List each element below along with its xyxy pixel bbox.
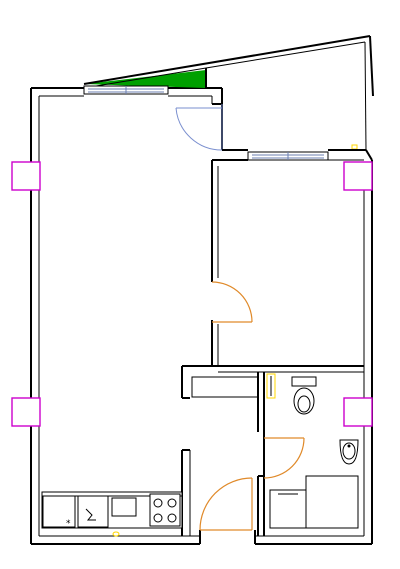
balcony-door (175, 104, 223, 151)
window-main-room (83, 85, 169, 95)
balcony (83, 35, 374, 161)
bathtub (305, 475, 359, 529)
bedroom-walls (211, 149, 366, 373)
kitchen-strip: * (41, 491, 183, 537)
counter-box (111, 497, 137, 517)
column-marker-left-upper (11, 161, 41, 191)
wardrobe (181, 365, 265, 432)
column-markers (11, 161, 373, 427)
stove (149, 493, 181, 527)
column-marker-right-upper (343, 161, 373, 191)
balcony-corner-marker (351, 144, 358, 150)
refrigerator (42, 495, 76, 528)
bathroom-door (263, 437, 305, 479)
washbasin (339, 439, 359, 465)
washer (269, 489, 307, 529)
toilet (291, 376, 317, 415)
column-marker-left-lower (11, 397, 41, 427)
bedroom-door (211, 281, 253, 323)
bathroom (257, 373, 359, 536)
column-marker-right-lower (343, 397, 373, 427)
entrance (181, 449, 256, 544)
snowflake-icon: * (66, 519, 71, 529)
window-bedroom (247, 151, 329, 161)
power-outlet-marker (112, 531, 120, 537)
sink (77, 495, 109, 528)
